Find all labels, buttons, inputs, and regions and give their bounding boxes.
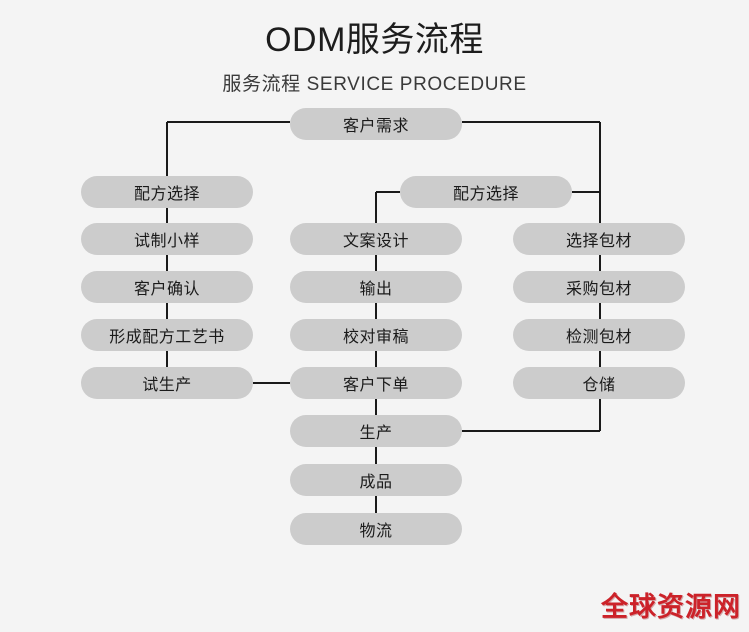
node-label: 成品	[359, 474, 393, 491]
node-warehousing[interactable]: 仓储	[513, 367, 685, 399]
node-label: 物流	[359, 523, 393, 540]
node-label: 形成配方工艺书	[109, 329, 225, 346]
node-inspect-packaging[interactable]: 检测包材	[513, 319, 685, 351]
node-select-packaging[interactable]: 选择包材	[513, 223, 685, 255]
node-label: 客户确认	[133, 281, 200, 298]
node-label: 选择包材	[565, 233, 632, 250]
node-output[interactable]: 输出	[290, 271, 462, 303]
node-label: 检测包材	[565, 329, 632, 346]
node-formula-process-document[interactable]: 形成配方工艺书	[81, 319, 253, 351]
watermark: 全球资源网	[601, 592, 741, 622]
node-formula-selection-left[interactable]: 配方选择	[81, 176, 253, 208]
node-finished-product[interactable]: 成品	[290, 464, 462, 496]
node-label: 试生产	[142, 377, 192, 394]
node-label: 客户下单	[342, 377, 409, 394]
node-label: 文案设计	[342, 233, 409, 250]
node-label: 试制小样	[133, 233, 200, 250]
node-formula-selection-middle[interactable]: 配方选择	[400, 176, 572, 208]
node-copy-design[interactable]: 文案设计	[290, 223, 462, 255]
node-label: 配方选择	[452, 186, 519, 203]
node-production[interactable]: 生产	[290, 415, 462, 447]
node-customer-demand[interactable]: 客户需求	[290, 108, 462, 140]
node-customer-order[interactable]: 客户下单	[290, 367, 462, 399]
node-trial-sample[interactable]: 试制小样	[81, 223, 253, 255]
node-label: 校对审稿	[342, 329, 409, 346]
node-label: 输出	[359, 281, 393, 298]
node-proofreading[interactable]: 校对审稿	[290, 319, 462, 351]
node-label: 生产	[359, 425, 393, 442]
node-purchase-packaging[interactable]: 采购包材	[513, 271, 685, 303]
node-label: 仓储	[582, 377, 616, 394]
page-subtitle: 服务流程 SERVICE PROCEDURE	[222, 74, 527, 95]
node-logistics[interactable]: 物流	[290, 513, 462, 545]
node-customer-confirmation[interactable]: 客户确认	[81, 271, 253, 303]
node-label: 配方选择	[133, 186, 200, 203]
node-label: 客户需求	[342, 118, 409, 135]
node-trial-production[interactable]: 试生产	[81, 367, 253, 399]
node-label: 采购包材	[565, 281, 632, 298]
page-title: ODM服务流程	[265, 21, 484, 59]
